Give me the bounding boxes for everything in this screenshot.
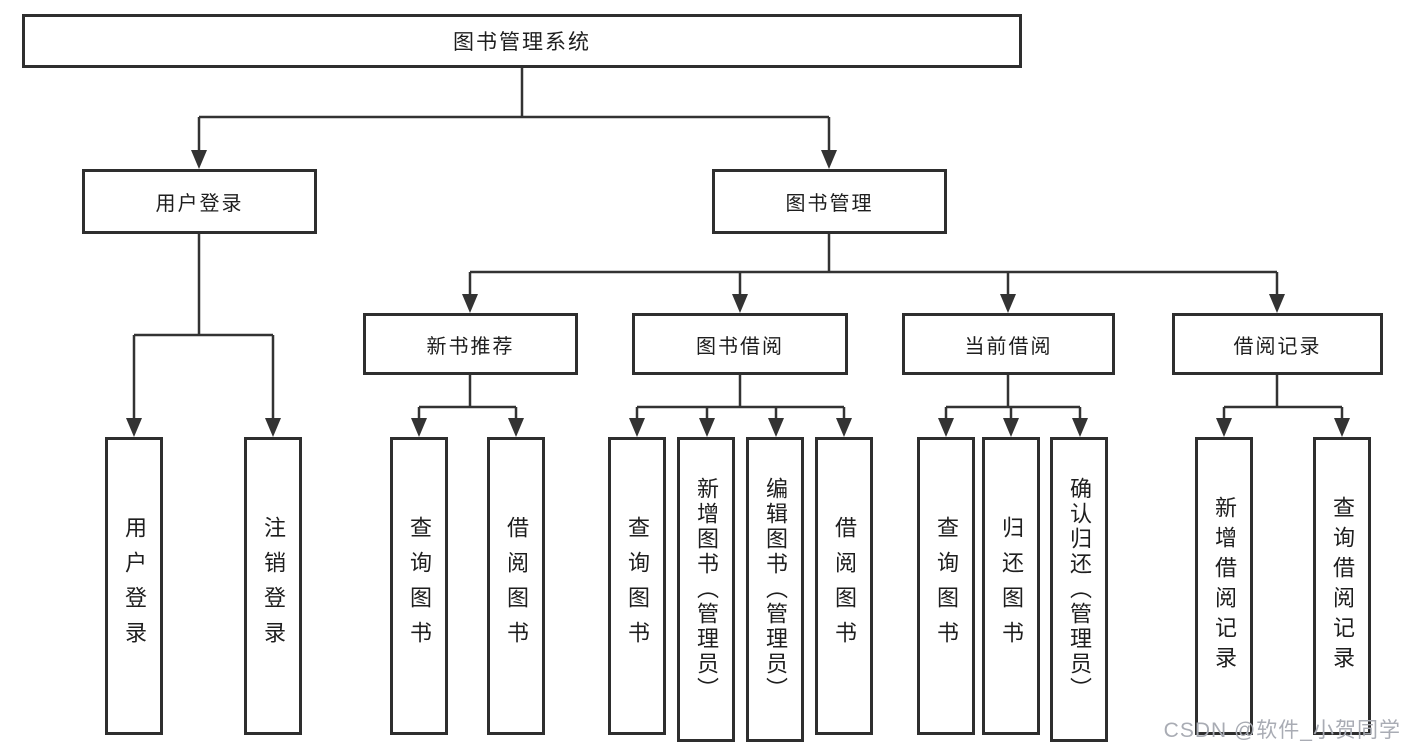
node-label: 借阅图书 <box>504 516 529 656</box>
connector-loan-records-to-leaves <box>1222 375 1344 421</box>
node-label: 图书管理 <box>785 193 874 215</box>
connector-new-books-to-leaves <box>417 375 518 421</box>
node-label: 查询借阅记录 <box>1330 496 1355 676</box>
node-loan-records: 借阅记录 <box>1172 313 1383 375</box>
leaf-query-loan-record: 查询借阅记录 <box>1313 437 1371 735</box>
leaf-borrow-books: 借阅图书 <box>815 437 873 735</box>
node-label: 用户登录 <box>155 193 244 215</box>
connector-book-mgmt-to-level3 <box>468 234 1279 297</box>
csdn-watermark: CSDN @软件_小贺同学 <box>1163 719 1401 742</box>
node-label: 图书管理系统 <box>453 31 591 54</box>
node-label: 确认归还（管理员） <box>1067 477 1092 702</box>
leaf-add-loan-record: 新增借阅记录 <box>1195 437 1253 735</box>
leaf-confirm-return-admin: 确认归还（管理员） <box>1050 437 1108 742</box>
node-label: 借阅图书 <box>832 516 857 656</box>
leaf-return-books: 归还图书 <box>982 437 1040 735</box>
node-label: 图书借阅 <box>696 335 784 358</box>
node-label: 新书推荐 <box>426 335 515 358</box>
node-label: 编辑图书（管理员） <box>763 477 788 702</box>
node-label: 查询图书 <box>625 516 650 656</box>
leaf-user-login: 用户登录 <box>105 437 163 735</box>
leaf-edit-books-admin: 编辑图书（管理员） <box>746 437 804 742</box>
leaf-query-books: 查询图书 <box>390 437 448 735</box>
connector-user-login-to-leaves <box>132 234 275 421</box>
node-label: 查询图书 <box>934 516 959 656</box>
node-label: 归还图书 <box>999 516 1024 656</box>
leaf-borrow-books: 借阅图书 <box>487 437 545 735</box>
connector-root-to-level2 <box>197 68 831 152</box>
leaf-add-books-admin: 新增图书（管理员） <box>677 437 735 742</box>
node-label: 借阅记录 <box>1233 335 1322 358</box>
leaf-logout: 注销登录 <box>244 437 302 735</box>
connector-current-loans-to-leaves <box>944 375 1082 421</box>
node-current-loans: 当前借阅 <box>902 313 1115 375</box>
node-label: 当前借阅 <box>964 335 1053 358</box>
leaf-query-books: 查询图书 <box>917 437 975 735</box>
node-library-management-system: 图书管理系统 <box>22 14 1022 68</box>
node-user-login: 用户登录 <box>82 169 317 234</box>
connector-book-borrow-to-leaves <box>635 375 846 421</box>
leaf-query-books: 查询图书 <box>608 437 666 735</box>
node-new-book-recommend: 新书推荐 <box>363 313 578 375</box>
node-label: 新增图书（管理员） <box>694 477 719 702</box>
node-label: 查询图书 <box>407 516 432 656</box>
node-label: 用户登录 <box>122 516 147 656</box>
node-label: 新增借阅记录 <box>1212 496 1237 676</box>
node-book-borrowing: 图书借阅 <box>632 313 848 375</box>
node-label: 注销登录 <box>261 516 286 656</box>
node-book-management: 图书管理 <box>712 169 947 234</box>
